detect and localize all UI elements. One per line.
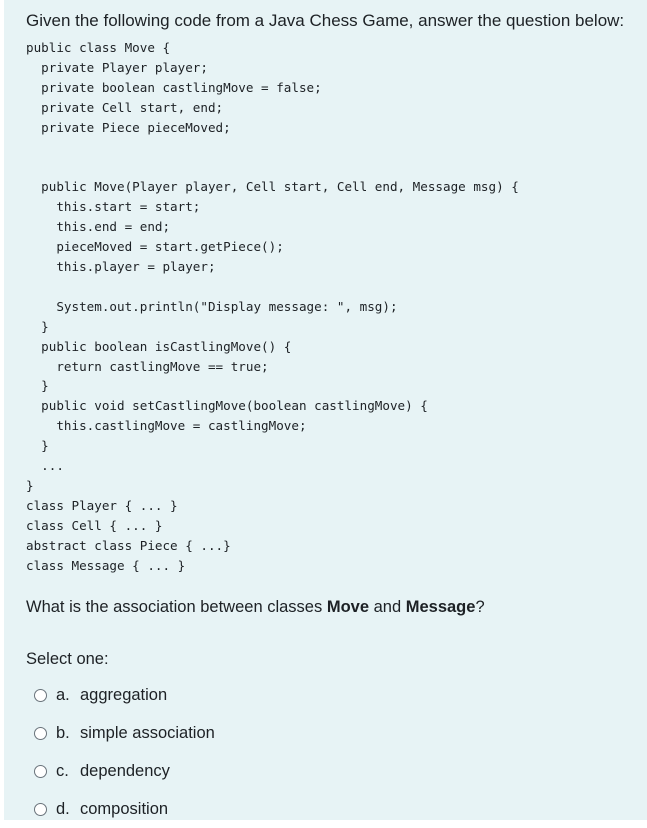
question-prefix: What is the association between classes	[26, 598, 327, 616]
answer-text: dependency	[80, 761, 170, 780]
question-mid: and	[369, 598, 406, 616]
radio-button-b[interactable]	[34, 726, 47, 740]
class-name-message: Message	[405, 598, 476, 616]
answer-option-c[interactable]: c. dependency	[34, 752, 434, 790]
answer-text: aggregation	[80, 685, 168, 704]
answer-text: composition	[80, 799, 169, 818]
answer-letter: a.	[56, 685, 70, 704]
answer-letter: d.	[56, 799, 70, 818]
java-code-block: public class Move { private Player playe…	[26, 40, 519, 573]
class-name-move: Move	[326, 598, 370, 616]
radio-button-d[interactable]	[34, 802, 47, 816]
select-one-label: Select one:	[26, 650, 109, 668]
radio-button-a[interactable]	[34, 688, 47, 702]
answer-option-d[interactable]: d. composition	[34, 790, 434, 828]
answer-text: simple association	[80, 723, 215, 742]
question-suffix: ?	[475, 598, 485, 616]
answer-option-b[interactable]: b. simple association	[34, 714, 434, 752]
answer-options: a. aggregation b. simple association c. …	[34, 676, 434, 828]
answer-letter: c.	[56, 761, 69, 780]
answer-letter: b.	[56, 723, 70, 742]
radio-button-c[interactable]	[34, 764, 47, 778]
question-text: What is the association between classes …	[26, 596, 485, 618]
question-intro: Given the following code from a Java Che…	[26, 11, 625, 30]
answer-option-a[interactable]: a. aggregation	[34, 676, 434, 714]
question-card: Given the following code from a Java Che…	[4, 0, 647, 820]
